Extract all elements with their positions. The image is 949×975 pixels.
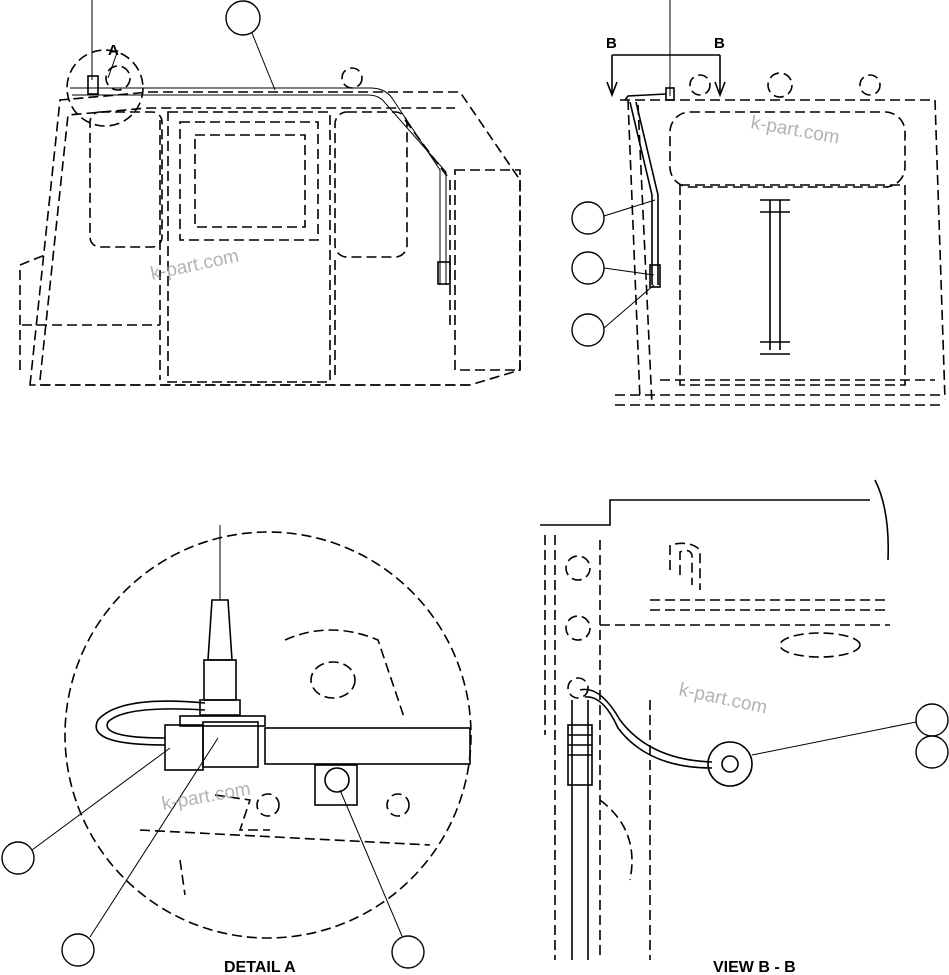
section-marker-b-right: B bbox=[714, 35, 725, 52]
callout-adapter bbox=[1, 841, 35, 875]
watermark-3: k-part.com bbox=[160, 779, 252, 815]
callout-connector bbox=[571, 313, 605, 347]
callout-connector-body bbox=[61, 933, 95, 967]
detail-a-marker: A bbox=[108, 42, 119, 59]
cab-side-view bbox=[19, 0, 521, 386]
view-b-b bbox=[540, 479, 890, 960]
detail-a-view bbox=[64, 525, 472, 939]
callout-antenna-cable bbox=[225, 0, 261, 36]
view-b-b-caption: VIEW B - B bbox=[713, 959, 796, 975]
callout-cable-clip bbox=[571, 251, 605, 285]
cab-rear-view bbox=[606, 0, 946, 406]
watermark-2: k-part.com bbox=[749, 112, 841, 148]
callout-mount-nut bbox=[915, 735, 949, 769]
section-marker-b-left: B bbox=[606, 35, 617, 52]
callout-antenna-mount bbox=[915, 703, 949, 737]
watermark-4: k-part.com bbox=[677, 679, 769, 718]
callout-cable-upper bbox=[571, 201, 605, 235]
callout-mount-bolt bbox=[391, 935, 425, 969]
detail-a-caption: DETAIL A bbox=[224, 959, 296, 975]
watermark-1: k-part.com bbox=[149, 246, 241, 285]
